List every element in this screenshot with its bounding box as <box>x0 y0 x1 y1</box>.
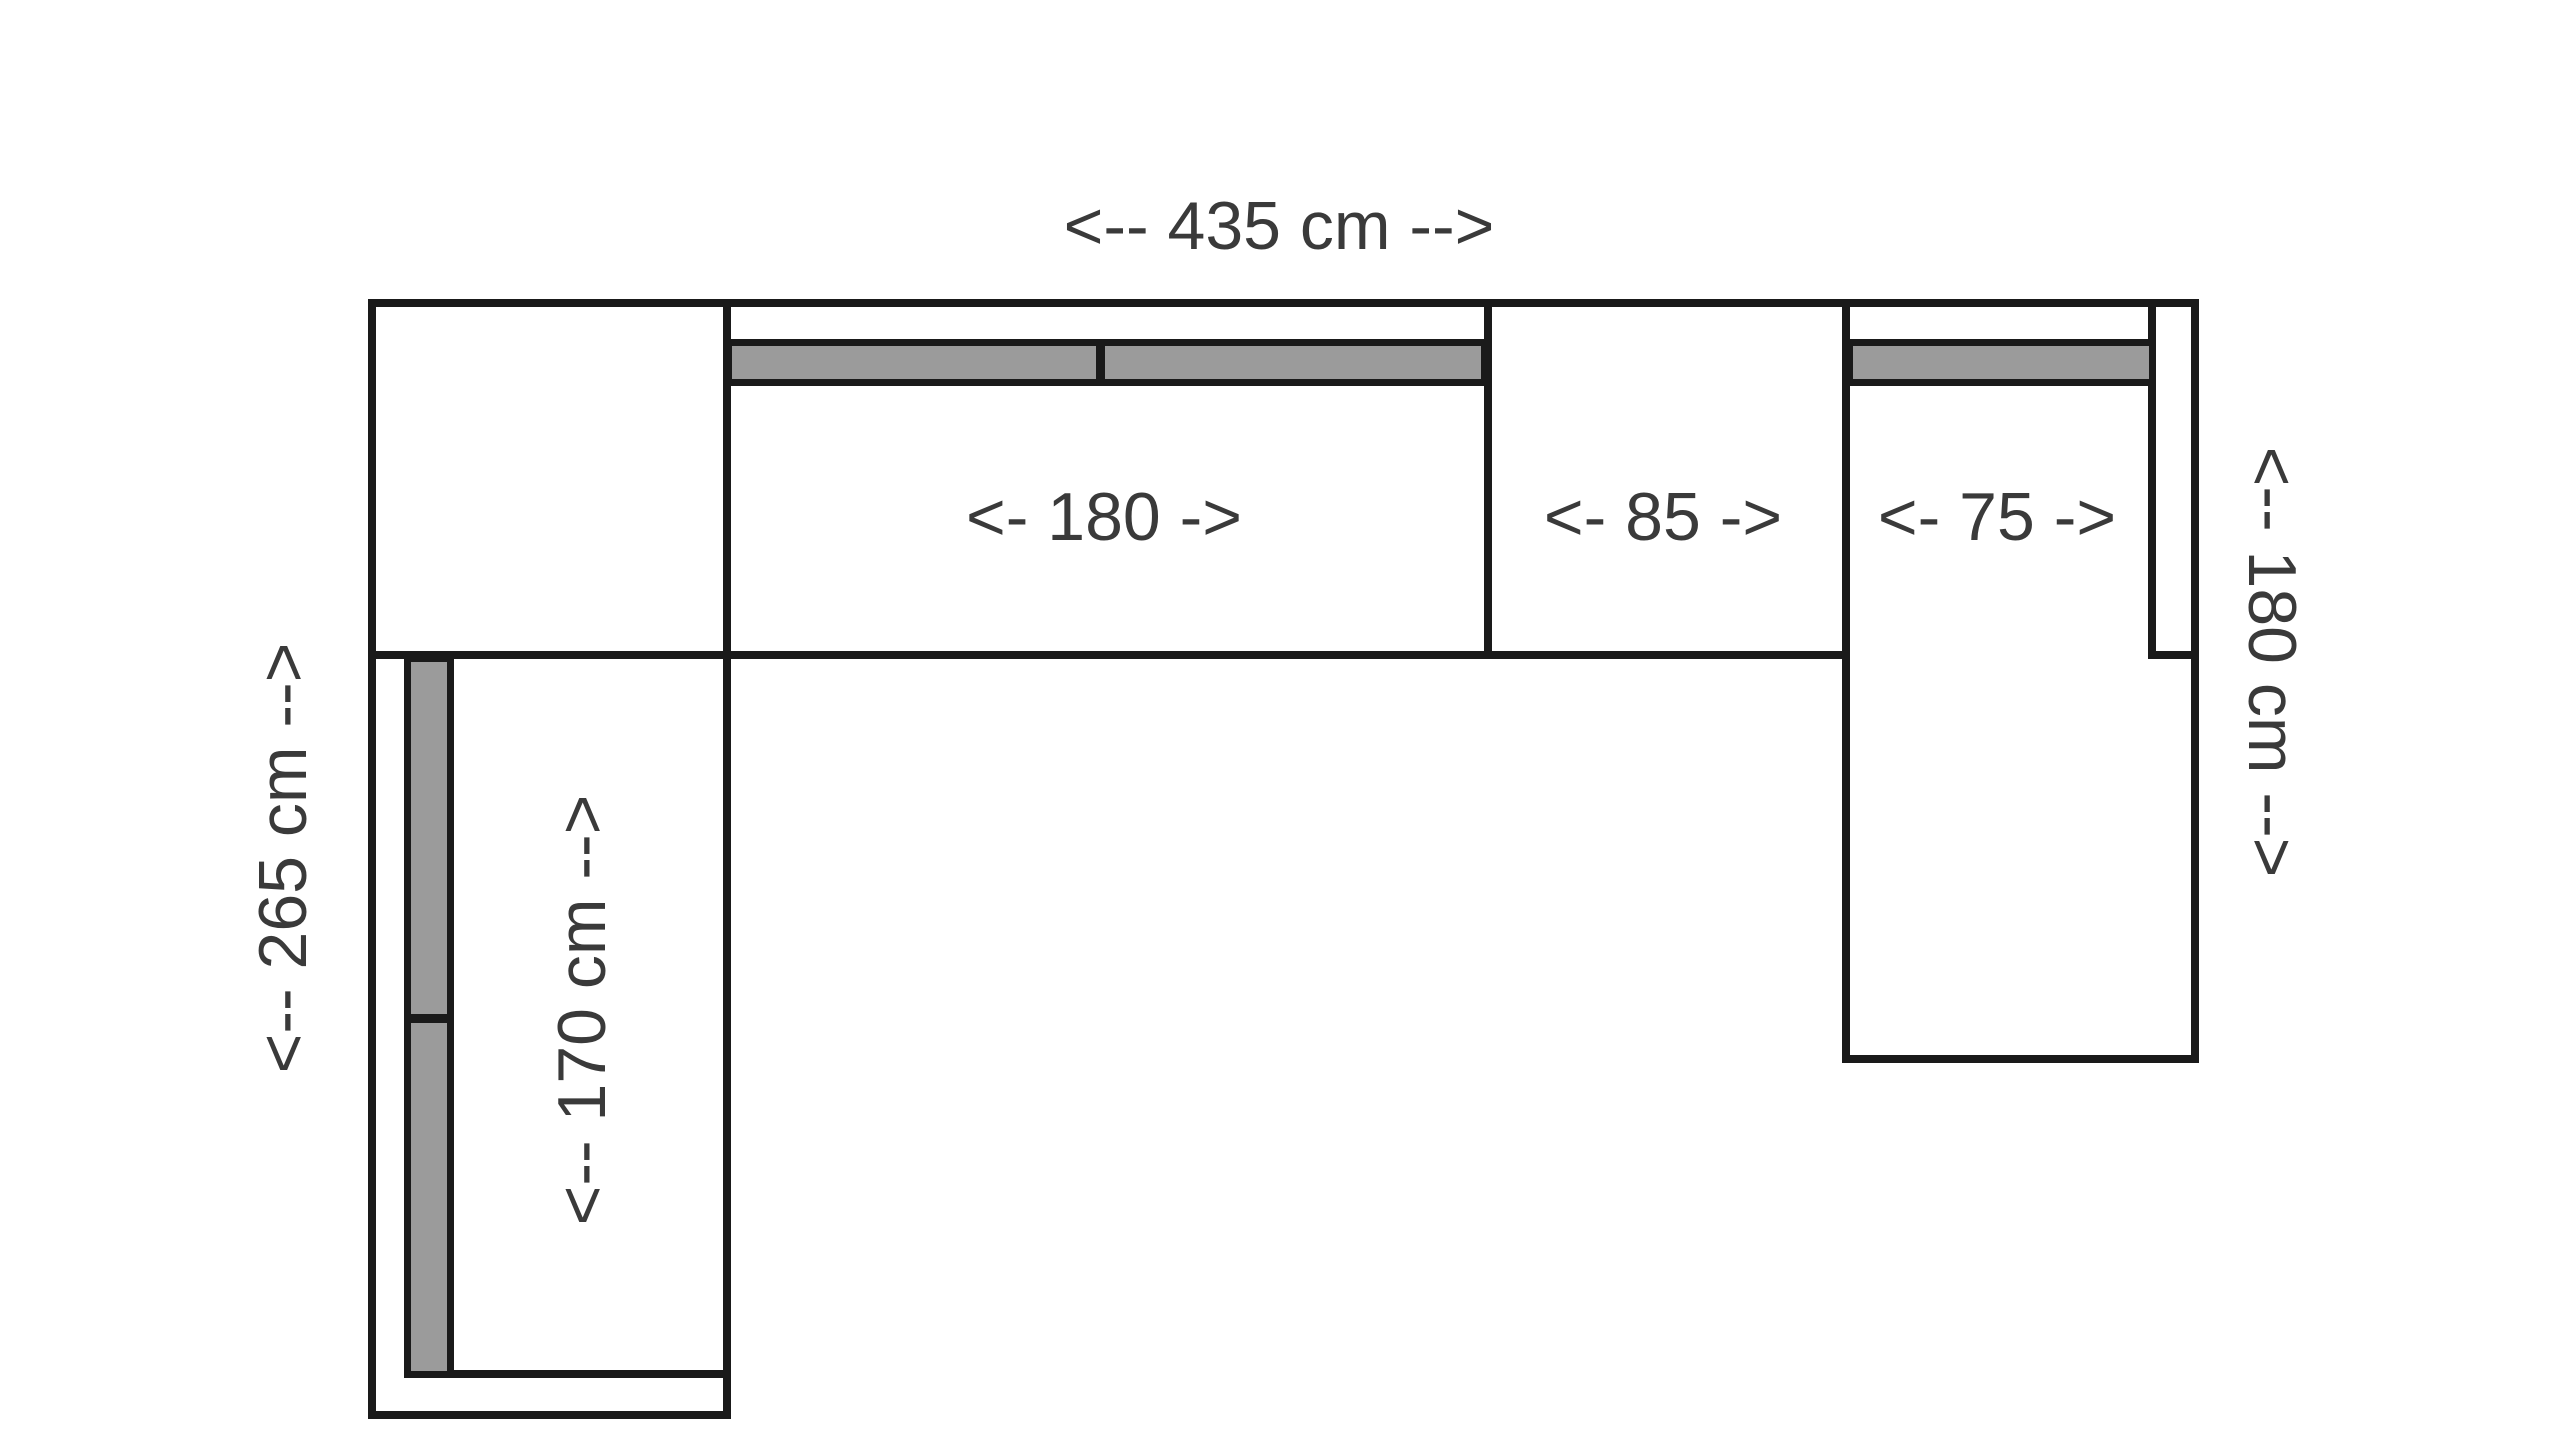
label-seat-85: <- 85 -> <box>1543 479 1783 555</box>
label-seat-180: <- 180 -> <box>966 479 1242 555</box>
left-seat-module-outline <box>368 651 731 1419</box>
backrest-bar-top-divider <box>1096 339 1105 386</box>
backrest-bar-chaise <box>1846 339 2156 386</box>
right-chaise-module-outline <box>1842 299 2199 1063</box>
label-left-inner-length: <-- 170 cm --> <box>544 794 620 1226</box>
chaise-armrest-line <box>2148 303 2156 659</box>
backrest-bar-left-divider <box>404 1014 454 1023</box>
label-chaise-length: <-- 180 cm --> <box>2234 446 2310 878</box>
label-seat-75: <- 75 -> <box>1877 479 2117 555</box>
backrest-bar-top <box>725 339 1488 386</box>
label-total-width: <-- 435 cm --> <box>1063 188 1495 264</box>
corner-module-outline <box>368 299 731 659</box>
left-module-inner-bottom-line <box>404 1370 731 1378</box>
label-left-height: <-- 265 cm --> <box>245 642 321 1074</box>
chaise-armrest-notch-line <box>2148 651 2199 659</box>
